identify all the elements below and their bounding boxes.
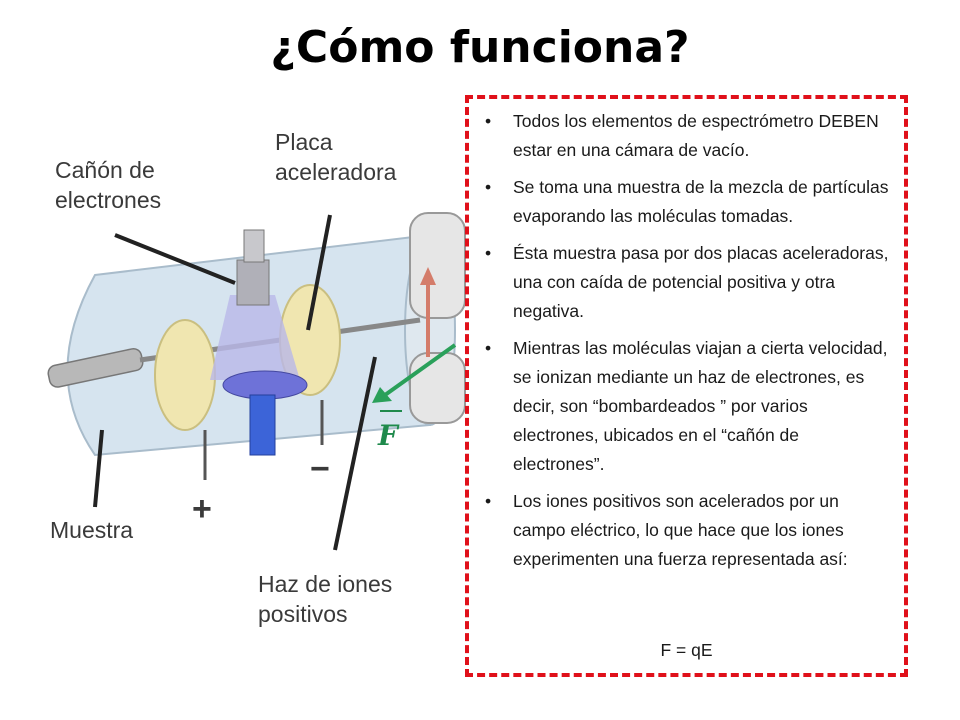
plate-left [154, 319, 216, 431]
slide-title: ¿Cómo funciona? [270, 22, 690, 73]
bullet-item: Ésta muestra pasa por dos placas acelera… [485, 239, 890, 326]
label-ion-beam-line1: Haz de iones [258, 571, 392, 597]
leader-gun [114, 233, 236, 285]
label-electron-gun-line1: Cañón de [55, 157, 155, 183]
leader-beam [333, 356, 377, 551]
minus-sign: − [310, 450, 330, 488]
collector-stem [249, 394, 276, 456]
bullet-item: Se toma una muestra de la mezcla de part… [485, 173, 890, 231]
label-ion-beam-line2: positivos [258, 601, 347, 627]
electron-gun-top [243, 229, 265, 263]
label-accelerator-plate-line2: aceleradora [275, 159, 397, 185]
magnet-bottom [409, 352, 466, 424]
label-accelerator-plate-line1: Placa [275, 129, 333, 155]
leader-sample [93, 429, 104, 508]
force-arrow [383, 343, 457, 397]
label-accelerator-plate: Placa aceleradora [275, 129, 397, 185]
label-ion-beam: Haz de iones positivos [258, 571, 392, 627]
label-electron-gun: Cañón de electrones [55, 157, 161, 213]
bullet-list: Todos los elementos de espectrómetro DEB… [485, 107, 890, 582]
field-arrow-head [420, 267, 436, 285]
label-electron-gun-line2: electrones [55, 187, 161, 213]
bullet-item: Los iones positivos son acelerados por u… [485, 487, 890, 574]
label-sample: Muestra [50, 517, 133, 543]
magnet-top [409, 212, 466, 319]
force-arrow-head [372, 387, 392, 403]
leader-plate [306, 214, 332, 331]
plus-sign: + [192, 490, 212, 528]
electron-cone [210, 295, 300, 380]
bullet-item: Mientras las moléculas viajan a cierta v… [485, 334, 890, 479]
mass-spectrometer-diagram: F + − Cañón de electrones Placa acelerador… [47, 129, 466, 627]
force-label: F [377, 419, 400, 452]
bullet-item: Todos los elementos de espectrómetro DEB… [485, 107, 890, 165]
electron-gun-body [236, 259, 270, 306]
explanation-textbox: Todos los elementos de espectrómetro DEB… [465, 95, 908, 677]
force-formula: F = qE [660, 640, 713, 660]
